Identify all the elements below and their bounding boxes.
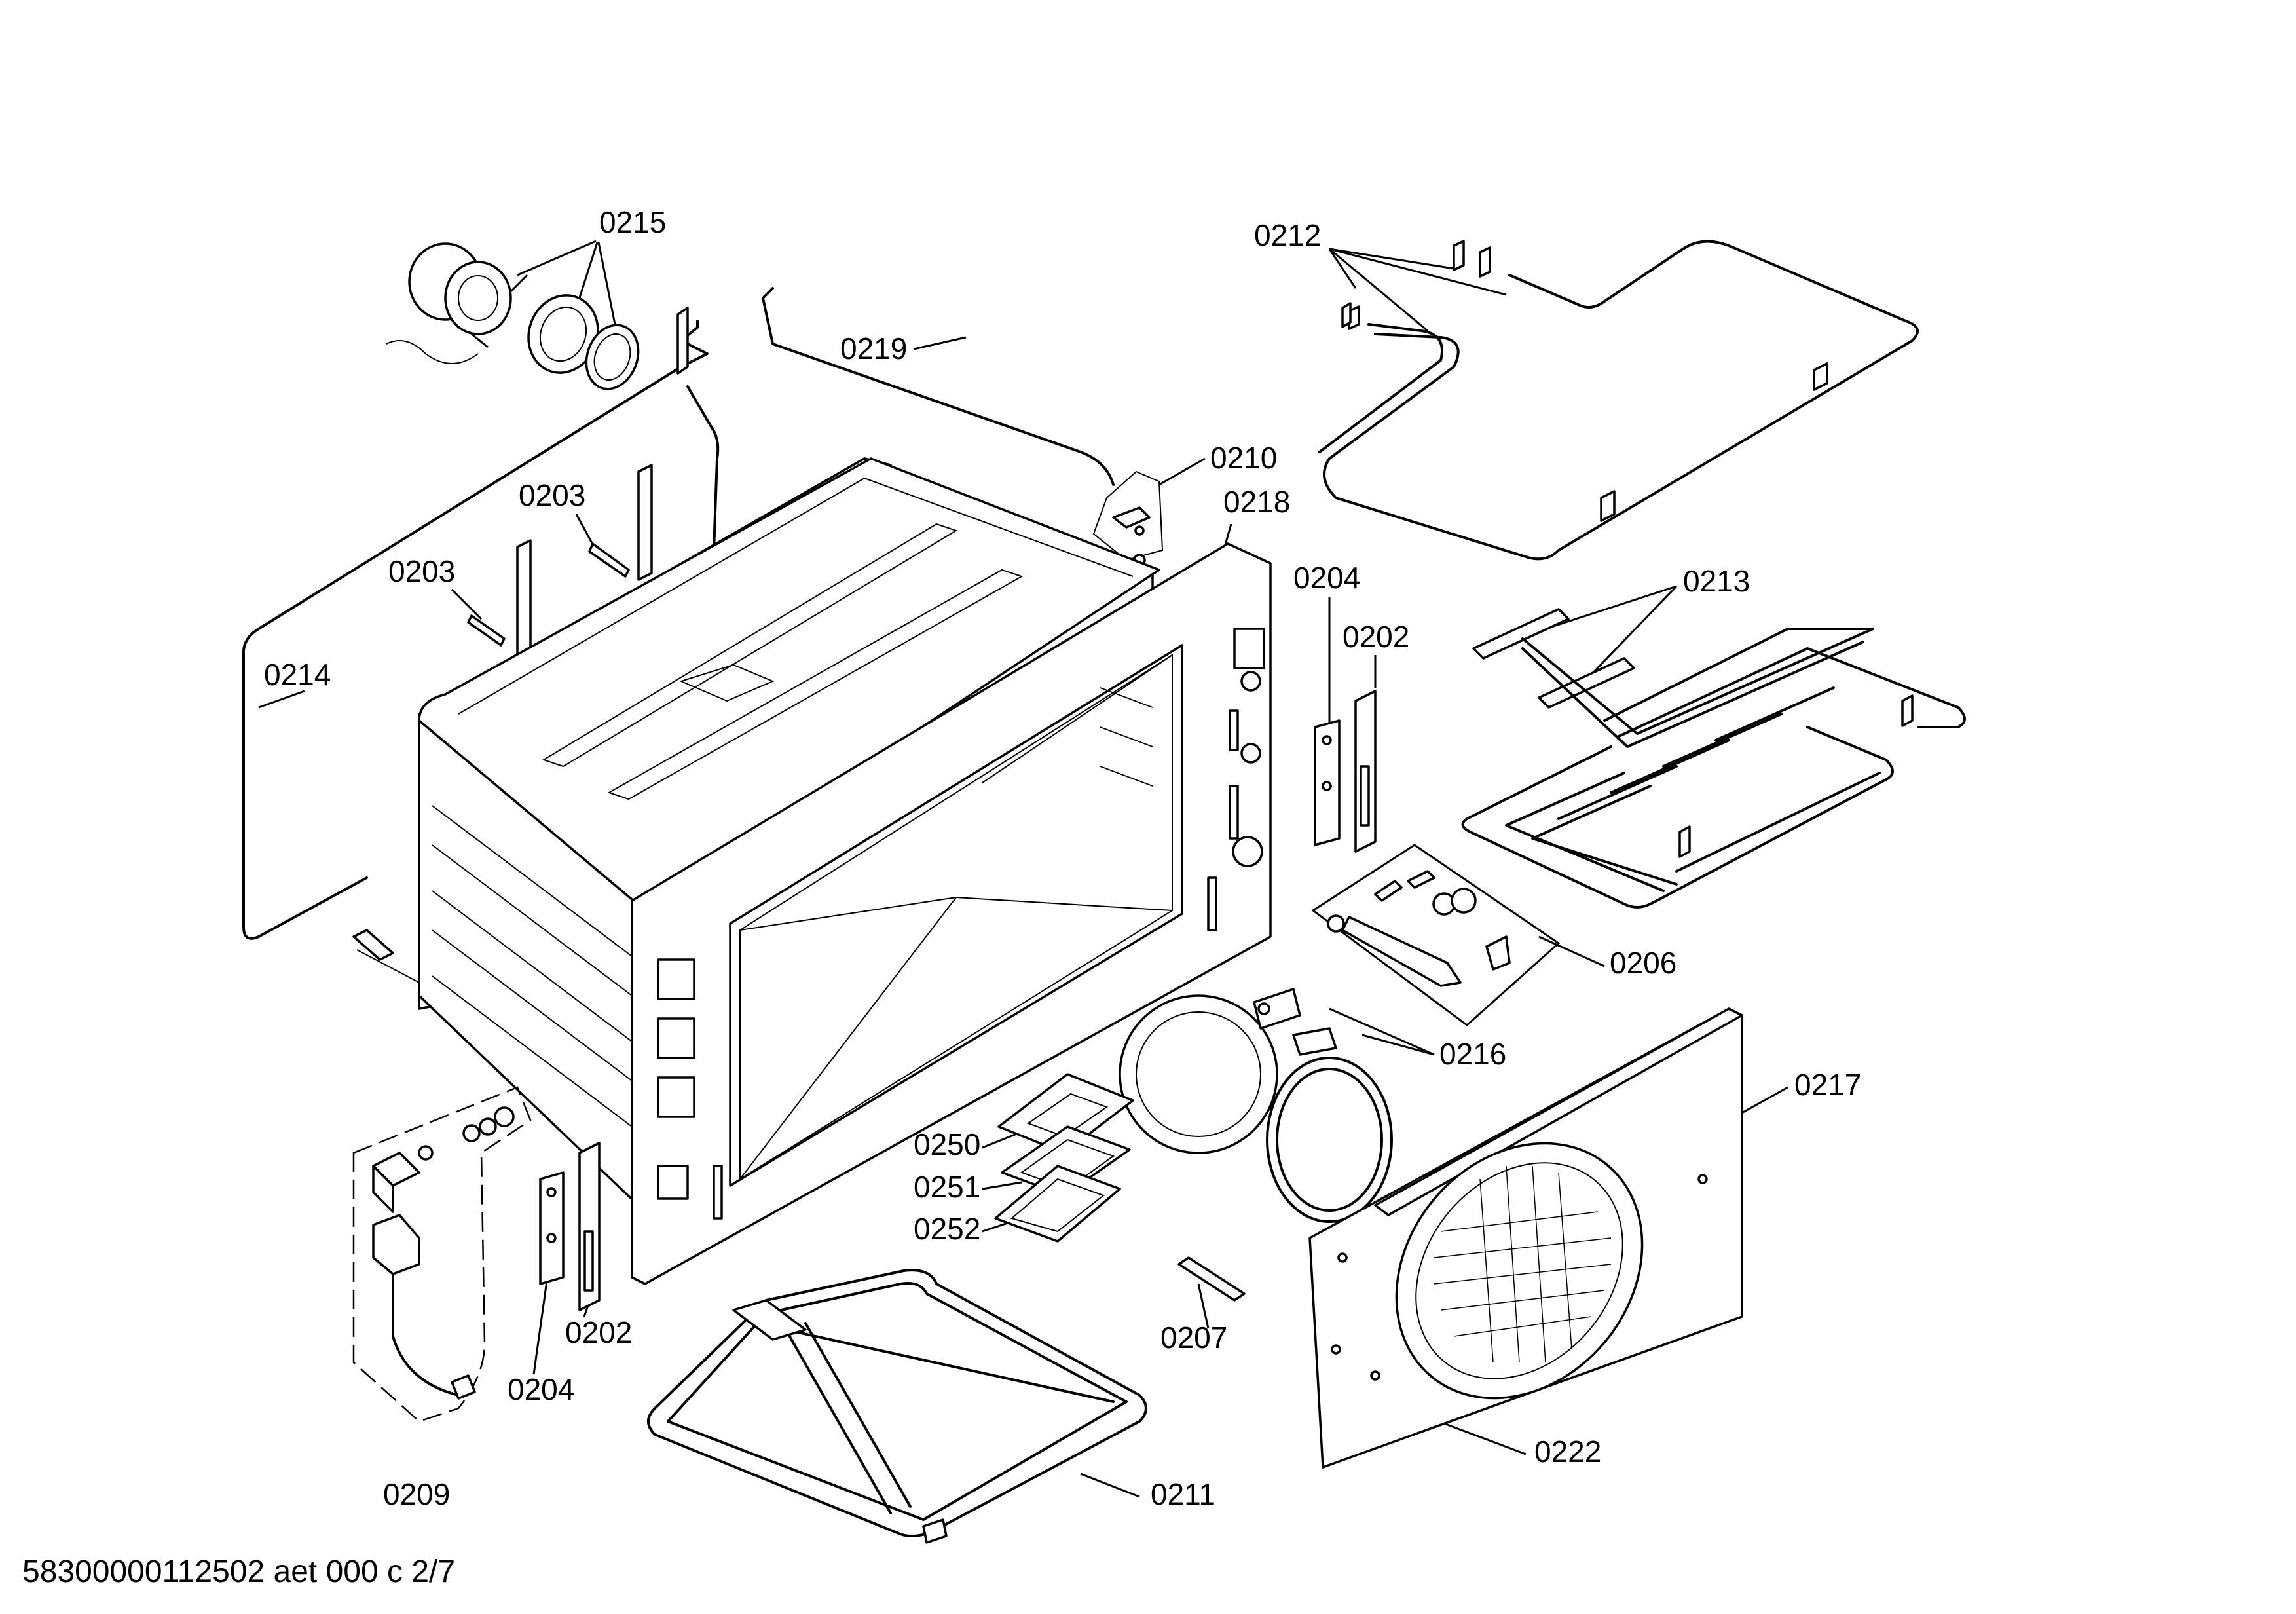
label-0252: 0252 (914, 1212, 980, 1246)
latch-kit-part-0206 (1311, 844, 1561, 1026)
label-0222: 0222 (1534, 1435, 1601, 1469)
circular-heating-element-part-0216 (1119, 988, 1393, 1223)
seals-parts-0250-0251-0252 (994, 1073, 1134, 1243)
bottom-heating-element-part-0211 (647, 1269, 1147, 1544)
grill-element-part-0213 (1461, 608, 1966, 909)
hinge-parts-left-0204-0202 (539, 1142, 601, 1311)
label-0209: 0209 (383, 1477, 450, 1511)
leader-lines (258, 240, 1788, 1498)
label-0213: 0213 (1683, 564, 1750, 598)
label-0216: 0216 (1439, 1037, 1506, 1071)
label-0202-left: 0202 (565, 1315, 632, 1349)
label-0214: 0214 (264, 658, 331, 692)
label-0219: 0219 (840, 331, 907, 366)
label-0217: 0217 (1794, 1068, 1861, 1102)
label-0203-lower: 0203 (388, 554, 455, 588)
top-heating-element-part-0212 (1318, 240, 1919, 561)
label-0202-right: 0202 (1342, 620, 1409, 654)
fan-grid-hatch (1434, 1165, 1612, 1363)
label-0215: 0215 (599, 205, 666, 239)
label-0204-right: 0204 (1293, 561, 1360, 595)
label-0212: 0212 (1254, 218, 1321, 252)
hinge-parts-right-0204-0202 (1314, 690, 1377, 853)
label-0204-left: 0204 (508, 1372, 574, 1406)
latch-assembly-part-0209 (352, 1086, 532, 1423)
label-0210: 0210 (1210, 441, 1277, 475)
label-0250: 0250 (914, 1127, 980, 1161)
oven-cavity-part-0218 (418, 457, 1272, 1285)
label-0207: 0207 (1160, 1321, 1227, 1355)
label-0206: 0206 (1610, 946, 1676, 980)
fan-cover-part-0217 (1308, 1007, 1743, 1469)
label-0203-upper: 0203 (519, 478, 585, 512)
pin-part-0207 (1177, 1256, 1246, 1302)
label-0251: 0251 (914, 1170, 980, 1204)
label-0211: 0211 (1151, 1477, 1215, 1511)
rod-part-0219 (762, 287, 1115, 486)
label-0218: 0218 (1223, 485, 1290, 519)
drawing-code-footer: 58300000112502 aet 000 c 2/7 (22, 1554, 455, 1589)
fan-motor-part-0215 (386, 242, 640, 390)
